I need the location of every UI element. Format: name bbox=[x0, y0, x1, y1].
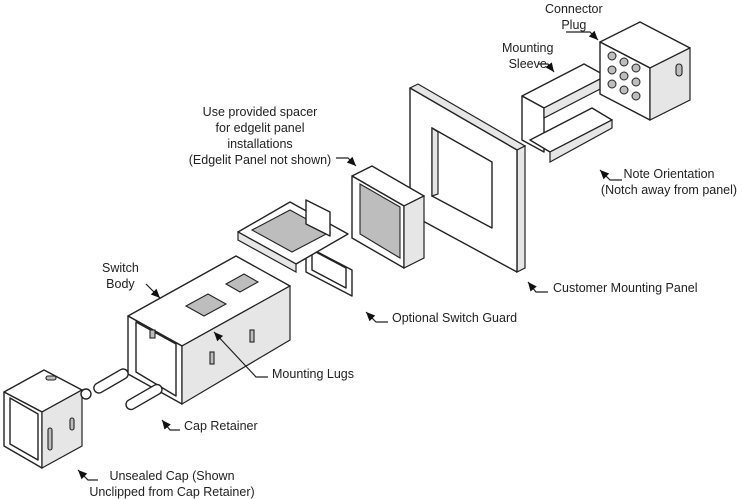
label-line: Unsealed Cap (Shown bbox=[109, 469, 235, 483]
label-mounting-sleeve: Mounting Sleeve bbox=[502, 40, 553, 72]
arrowhead-icon bbox=[162, 420, 171, 430]
label-line: Use provided spacer bbox=[202, 105, 318, 119]
customer-mounting-panel bbox=[408, 83, 527, 273]
label-line: Mounting bbox=[502, 41, 554, 55]
connector-plug bbox=[599, 21, 691, 121]
arrowhead-icon bbox=[366, 312, 376, 322]
label-optional-switch-guard: Optional Switch Guard bbox=[392, 311, 518, 325]
spacer bbox=[351, 165, 425, 269]
label-switch-body: Switch Body bbox=[102, 260, 139, 292]
label-line: Note Orientation bbox=[623, 167, 715, 181]
optional-switch-guard bbox=[237, 199, 353, 297]
label-line: (Notch away from panel) bbox=[600, 183, 738, 197]
arrowhead-icon bbox=[588, 30, 598, 40]
label-line: Connector bbox=[545, 2, 603, 16]
arrowhead-icon bbox=[346, 156, 356, 166]
label-customer-mounting-panel: Customer Mounting Panel bbox=[553, 281, 698, 295]
arrowhead-icon bbox=[600, 170, 610, 180]
label-mounting-lugs: Mounting Lugs bbox=[272, 367, 355, 381]
label-line: installations bbox=[227, 137, 293, 151]
arrowhead-icon bbox=[78, 470, 88, 480]
label-line: Sleeve bbox=[508, 57, 547, 71]
label-line: Plug bbox=[561, 18, 587, 32]
label-line: Switch bbox=[102, 261, 139, 275]
arrowhead-icon bbox=[545, 62, 554, 72]
leader-lines bbox=[77, 30, 622, 481]
label-note-orientation: Note Orientation (Notch away from panel) bbox=[596, 166, 742, 198]
label-line: Unclipped from Cap Retainer) bbox=[89, 485, 255, 499]
label-line: Body bbox=[106, 277, 135, 291]
label-line: for edgelit panel bbox=[215, 121, 305, 135]
label-spacer-note: Use provided spacer for edgelit panel in… bbox=[184, 104, 336, 168]
label-cap-retainer: Cap Retainer bbox=[184, 419, 258, 433]
switch-body bbox=[93, 255, 291, 411]
arrowhead-icon bbox=[528, 282, 537, 292]
mounting-sleeve bbox=[521, 63, 613, 164]
arrowhead-icon bbox=[214, 332, 224, 342]
unsealed-cap bbox=[3, 369, 92, 470]
label-unsealed-cap: Unsealed Cap (Shown Unclipped from Cap R… bbox=[82, 468, 262, 499]
label-line: (Edgelit Panel not shown) bbox=[188, 153, 332, 167]
label-connector-plug: Connector Plug bbox=[545, 1, 603, 33]
arrowhead-icon bbox=[150, 288, 160, 298]
